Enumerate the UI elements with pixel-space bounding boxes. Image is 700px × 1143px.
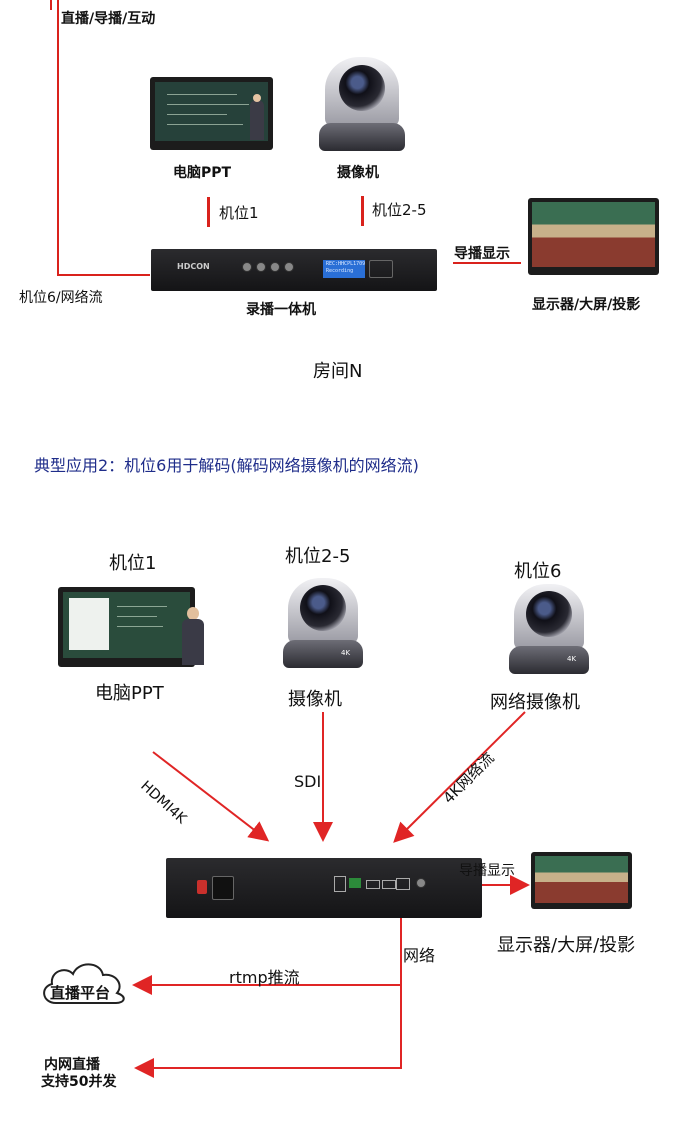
camera-label-2: 摄像机 bbox=[288, 689, 342, 710]
room-label: 房间N bbox=[313, 361, 363, 382]
pc-monitor-image-2 bbox=[58, 587, 195, 667]
cam-badge-2: 4K bbox=[567, 655, 577, 663]
pc-label: 电脑PPT bbox=[173, 165, 232, 181]
lan-line1: 内网直播 bbox=[44, 1057, 100, 1073]
display-label: 显示器/大屏/投影 bbox=[532, 297, 641, 313]
arrow-lan bbox=[134, 917, 402, 1078]
pc-monitor-image bbox=[150, 77, 273, 150]
pos6-label: 机位6/网络流 bbox=[19, 290, 103, 306]
presenter-figure bbox=[180, 607, 206, 665]
pc-label-2: 电脑PPT bbox=[95, 683, 164, 704]
recorder-device-image: HDCON REC:HHCPL1709 Recording bbox=[151, 249, 437, 291]
rtmp-label: rtmp推流 bbox=[229, 968, 300, 987]
output-label: 直播/导播/互动 bbox=[61, 11, 156, 27]
display-label-2: 显示器/大屏/投影 bbox=[497, 935, 636, 956]
display-monitor-image bbox=[528, 198, 659, 275]
display-monitor-image-2 bbox=[531, 852, 632, 909]
lan-line2: 支持50并发 bbox=[41, 1074, 117, 1090]
pos1-label: 机位1 bbox=[219, 204, 259, 222]
cloud-icon bbox=[43, 963, 125, 1004]
director-label-2: 导播显示 bbox=[459, 863, 515, 879]
pos25-title: 机位2-5 bbox=[285, 546, 351, 567]
pos1-title: 机位1 bbox=[109, 553, 157, 574]
pos6-title: 机位6 bbox=[514, 561, 562, 582]
recorder-label: 录播一体机 bbox=[246, 302, 316, 318]
camera-label: 摄像机 bbox=[337, 165, 379, 181]
ipcam-label: 网络摄像机 bbox=[490, 692, 580, 713]
network-label: 网络 bbox=[403, 946, 436, 965]
recorder-brand: HDCON bbox=[177, 262, 210, 271]
arrow-hdmi bbox=[152, 751, 270, 842]
pos25-label: 机位2-5 bbox=[372, 201, 427, 219]
ptz-camera-image-2: 4K bbox=[280, 578, 366, 670]
network-camera-image: 4K bbox=[506, 584, 592, 676]
platform-label: 直播平台 bbox=[50, 984, 111, 1002]
section2-title: 典型应用2：机位6用于解码(解码网络摄像机的网络流) bbox=[34, 456, 419, 475]
recorder-rear-image bbox=[166, 858, 482, 918]
director-label: 导播显示 bbox=[454, 246, 510, 262]
pos1-marker bbox=[207, 197, 210, 227]
cam-badge: 4K bbox=[341, 649, 351, 657]
ptz-camera-image bbox=[315, 57, 409, 154]
link-sdi-label: SDI bbox=[294, 772, 322, 791]
pos25-marker bbox=[361, 196, 364, 226]
recorder-lcd: REC:HHCPL1709 Recording bbox=[323, 260, 365, 278]
arrow-netstream bbox=[393, 711, 526, 843]
